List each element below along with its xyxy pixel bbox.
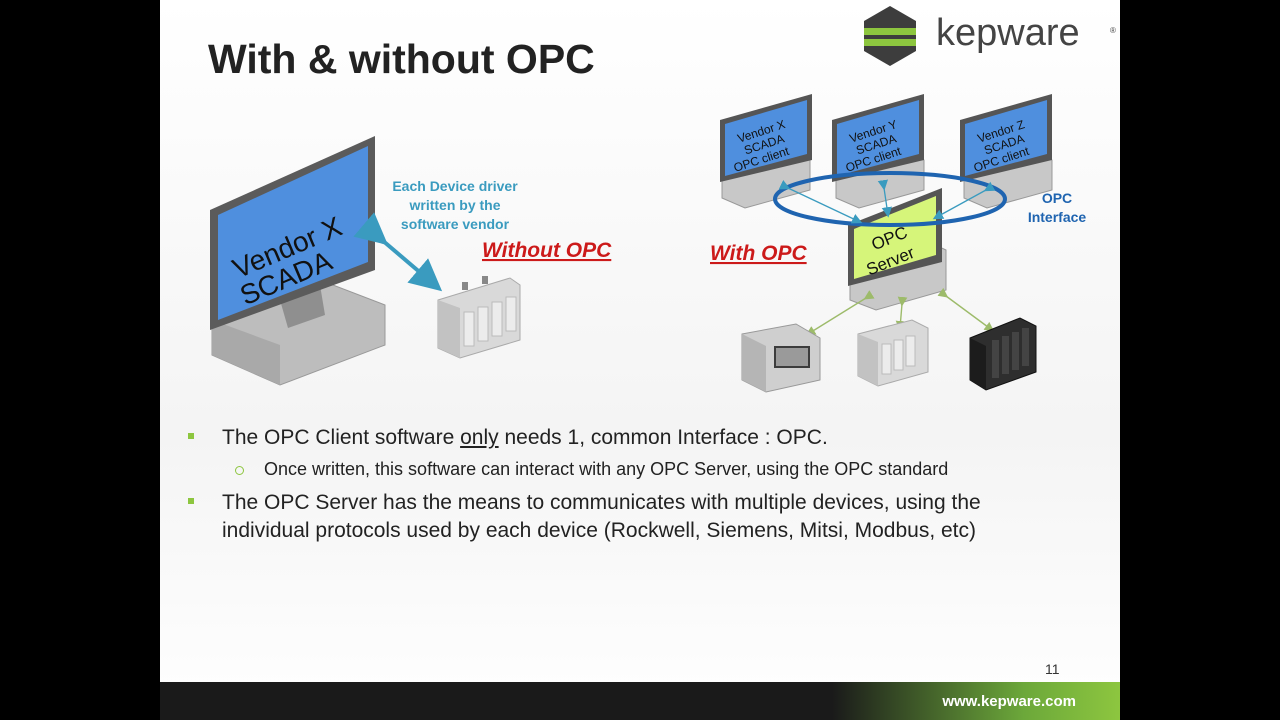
driver-arrow — [353, 212, 443, 292]
footer-url[interactable]: www.kepware.com — [942, 693, 1076, 710]
opc-diagram: Vendor X SCADA Each Device driver writte… — [210, 94, 1087, 393]
opc-interface-line2: Interface — [1028, 209, 1087, 225]
without-opc-label: Without OPC — [482, 239, 612, 262]
vendor-x-scada-computer: Vendor X SCADA — [210, 136, 386, 386]
bullet-1-underline: only — [460, 426, 499, 449]
link-server-device3 — [937, 287, 995, 332]
opc-interface-line1: OPC — [1042, 190, 1072, 206]
bullet-1-post: needs 1, common Interface : OPC. — [498, 426, 828, 449]
page-number: 11 — [1045, 661, 1060, 677]
bullet-1: The OPC Client software only needs 1, co… — [222, 424, 828, 452]
logo-hexagon-icon — [864, 6, 916, 66]
client-computer-x: Vendor X SCADA OPC client — [720, 94, 812, 209]
driver-note-line3: software vendor — [401, 216, 510, 232]
bullet-marker-1 — [188, 433, 194, 439]
opc-interface-ellipse — [773, 171, 1007, 227]
monitor-screen — [218, 146, 368, 320]
bullet-1-sub: Once written, this software can interact… — [264, 459, 949, 479]
link-x-server — [778, 179, 863, 224]
link-z-server — [932, 181, 996, 220]
plc-device-right — [857, 319, 929, 387]
plc-device-left — [437, 276, 521, 359]
logo-stripe-bottom — [864, 39, 916, 46]
logo-registered-mark: ® — [1110, 26, 1116, 35]
bullet-1-pre: The OPC Client software — [222, 426, 461, 449]
logo-text: kepware — [936, 12, 1080, 54]
slide-title: With & without OPC — [208, 36, 595, 82]
rack-device — [969, 317, 1037, 391]
driver-note-line1: Each Device driver — [392, 178, 518, 194]
kepware-logo — [864, 6, 916, 66]
driver-note-line2: written by the — [408, 197, 500, 213]
sub-bullet-marker — [235, 466, 244, 475]
bullet-marker-2 — [188, 498, 194, 504]
link-server-device1 — [805, 290, 875, 336]
bullet-2-line1: The OPC Server has the means to communic… — [222, 491, 981, 514]
slide: With & without OPC kepware ® Vendor X SC… — [160, 0, 1120, 720]
client-computer-z: Vendor Z SCADA OPC client — [960, 94, 1053, 209]
monitor-stand — [280, 285, 325, 328]
with-opc-label: With OPC — [710, 242, 807, 265]
controller-device — [741, 323, 821, 393]
bullet-2-line2: individual protocols used by each device… — [222, 519, 977, 542]
client-computer-y: Vendor Y SCADA OPC client — [832, 94, 925, 209]
logo-stripe-top — [864, 28, 916, 35]
footer-bar: www.kepware.com — [160, 682, 1120, 720]
link-y-server — [877, 179, 893, 218]
